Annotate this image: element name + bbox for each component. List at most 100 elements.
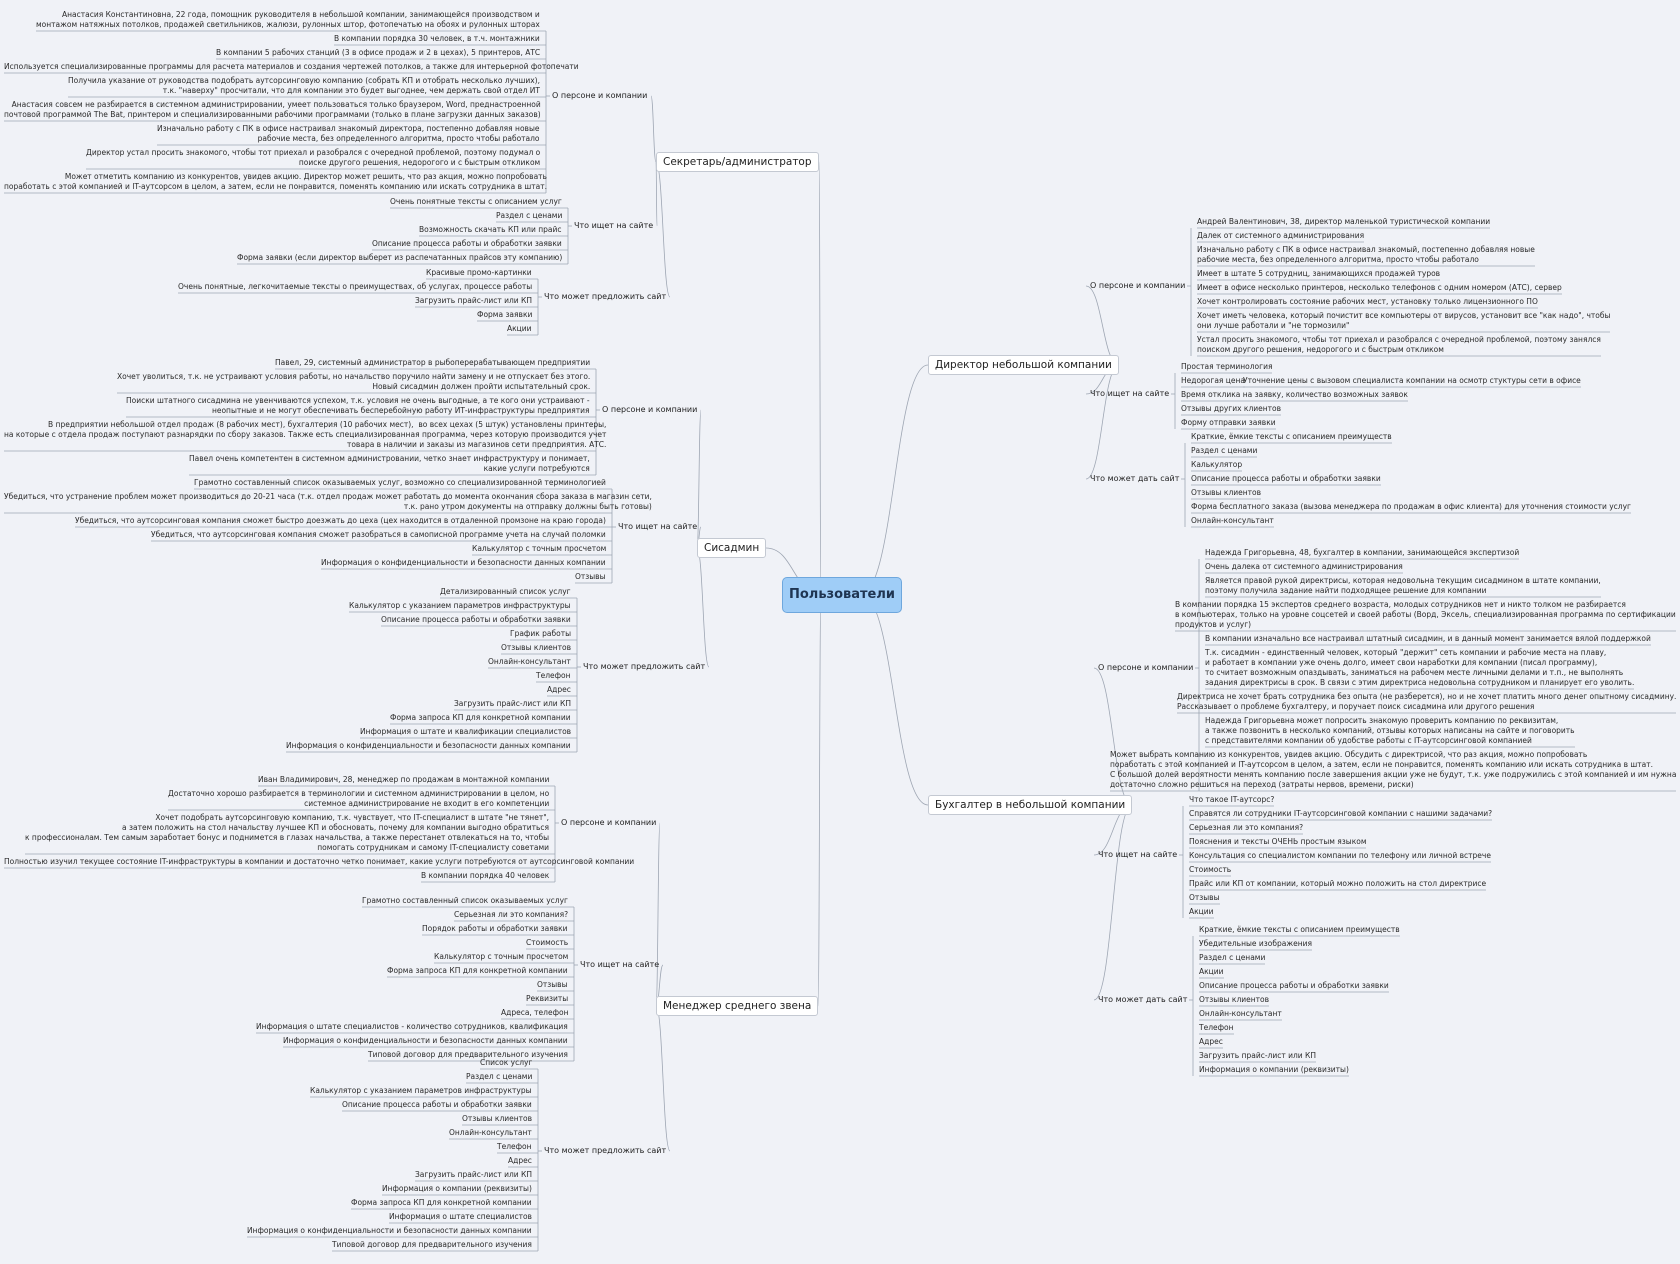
leaf-note[interactable]: Отзывы клиентов [462,1114,533,1123]
leaf-note[interactable]: В компании 5 рабочих станций (3 в офисе … [216,48,541,57]
leaf-note[interactable]: Стоимость [526,938,569,947]
leaf-note[interactable]: Информация о штате специалистов - количе… [256,1022,568,1031]
leaf-note[interactable]: Стоимость [1189,865,1232,874]
leaf-note[interactable]: В компании порядка 30 человек, в т.ч. мо… [334,34,540,43]
subtopic-label[interactable]: Что ищет на сайте [1098,850,1178,859]
leaf-note[interactable]: Серьезная ли это компания? [1189,823,1304,832]
leaf-note[interactable]: Информация о конфиденциальности и безопа… [286,741,571,750]
leaf-note[interactable]: Загрузить прайс-лист или КП [1199,1051,1316,1060]
leaf-note[interactable]: Полностью изучил текущее состояние IT-ин… [4,857,635,866]
leaf-note[interactable]: Типовой договор для предварительного изу… [368,1050,568,1059]
leaf-note[interactable]: Получила указание от руководства подобра… [68,76,540,95]
leaf-note[interactable]: Отзывы других клиентов [1181,404,1282,413]
leaf-note[interactable]: Отзывы [1189,893,1220,902]
branch-topic[interactable]: Сисадмин [697,538,767,558]
leaf-note[interactable]: Достаточно хорошо разбирается в терминол… [168,789,550,808]
leaf-note[interactable]: Форма запроса КП для конкретной компании [351,1198,532,1207]
leaf-note[interactable]: Анастасия Константиновна, 22 года, помощ… [36,10,540,29]
leaf-note[interactable]: Форму отправки заявки [1181,418,1276,427]
leaf-note[interactable]: Является правой рукой директрисы, котора… [1205,576,1601,595]
leaf-note[interactable]: Отзывы клиентов [1191,488,1262,497]
leaf-note[interactable]: Телефон [497,1142,532,1151]
leaf-note[interactable]: В предприятии небольшой отдел продаж (8 … [4,420,607,449]
subtopic-label[interactable]: Что может дать сайт [1098,995,1188,1004]
leaf-note[interactable]: Форма заявки [477,310,533,319]
leaf-note[interactable]: Убедиться, что аутсорсинговая компания с… [75,516,606,525]
subtopic-label[interactable]: Что может предложить сайт [583,662,706,671]
leaf-note[interactable]: Надежда Григорьевна может попросить знак… [1205,716,1575,745]
leaf-note[interactable]: Информация о конфиденциальности и безопа… [283,1036,568,1045]
leaf-note[interactable]: Отзывы клиентов [1199,995,1270,1004]
leaf-note[interactable]: Павел очень компетентен в системном адми… [189,454,590,473]
leaf-note[interactable]: Убедиться, что устранение проблем может … [4,492,652,511]
leaf-note[interactable]: Отзывы [575,572,606,581]
branch-topic[interactable]: Секретарь/администратор [656,152,819,172]
leaf-note[interactable]: Онлайн-консультант [1199,1009,1282,1018]
leaf-note[interactable]: В компании порядка 15 экспертов среднего… [1175,600,1676,629]
leaf-note[interactable]: Информация о штате специалистов [389,1212,532,1221]
leaf-note[interactable]: Изначально работу с ПК в офисе настраива… [157,124,540,143]
leaf-note[interactable]: Имеет в штате 5 сотрудниц, занимающихся … [1197,269,1441,278]
branch-topic[interactable]: Менеджер среднего звена [656,996,819,1016]
leaf-note[interactable]: Очень понятные, легкочитаемые тексты о п… [178,282,533,291]
leaf-note[interactable]: Форма запроса КП для конкретной компании [390,713,571,722]
leaf-note[interactable]: Отзывы [537,980,568,989]
leaf-note[interactable]: Анастасия совсем не разбирается в систем… [4,100,541,119]
leaf-note[interactable]: Грамотно составленный список оказываемых… [362,896,568,905]
leaf-note[interactable]: Калькулятор [1191,460,1243,469]
subtopic-label[interactable]: Что может предложить сайт [544,292,667,301]
leaf-note[interactable]: Т.к. сисадмин - единственный человек, ко… [1205,648,1635,687]
root-topic[interactable]: Пользователи [782,577,902,613]
subtopic-label[interactable]: Что может предложить сайт [544,1146,667,1155]
leaf-note[interactable]: Андрей Валентинович, 38, директор малень… [1197,217,1491,226]
leaf-note[interactable]: Консультация со специалистом компании по… [1189,851,1491,860]
leaf-note[interactable]: Детализированный список услуг [440,587,571,596]
subtopic-label[interactable]: Что может дать сайт [1090,474,1180,483]
leaf-note[interactable]: Адрес [1199,1037,1223,1046]
leaf-note[interactable]: Краткие, ёмкие тексты с описанием преиму… [1199,925,1400,934]
leaf-note[interactable]: Акции [507,324,532,333]
leaf-note[interactable]: Директриса не хочет брать сотрудника без… [1177,692,1677,711]
leaf-note[interactable]: В компании порядка 40 человек [421,871,550,880]
leaf-note[interactable]: Калькулятор с указанием параметров инфра… [310,1086,532,1095]
subtopic-label[interactable]: Что ищет на сайте [574,221,654,230]
subtopic-label[interactable]: О персоне и компании [1090,281,1186,290]
leaf-note[interactable]: Иван Владимирович, 28, менеджер по прода… [258,775,550,784]
leaf-note[interactable]: Форма бесплатного заказа (вызова менедже… [1191,502,1631,511]
leaf-note[interactable]: Раздел с ценами [1191,446,1258,455]
leaf-note[interactable]: График работы [510,629,571,638]
leaf-note[interactable]: Имеет в офисе несколько принтеров, неско… [1197,283,1562,292]
leaf-note[interactable]: Убедиться, что аутсорсинговая компания с… [151,530,606,539]
leaf-note[interactable]: Красивые промо-картинки [426,268,532,277]
leaf-note[interactable]: Краткие, ёмкие тексты с описанием преиму… [1191,432,1392,441]
leaf-note[interactable]: Акции [1189,907,1214,916]
subtopic-label[interactable]: Что ищет на сайте [580,960,660,969]
subtopic-label[interactable]: О персоне и компании [1098,663,1194,672]
leaf-note[interactable]: Форма запроса КП для конкретной компании [387,966,568,975]
leaf-note[interactable]: Онлайн-консультант [449,1128,532,1137]
leaf-note[interactable]: Описание процесса работы и обработки зая… [381,615,571,624]
leaf-note[interactable]: Информация о конфиденциальности и безопа… [247,1226,532,1235]
leaf-note[interactable]: Реквизиты [526,994,569,1003]
leaf-note[interactable]: Возможность скачать КП или прайс [419,225,562,234]
branch-topic[interactable]: Бухгалтер в небольшой компании [928,795,1133,815]
leaf-note[interactable]: Может отметить компанию из конкурентов, … [4,172,547,191]
leaf-note[interactable]: Надежда Григорьевна, 48, бухгалтер в ком… [1205,548,1520,557]
leaf-note[interactable]: Используется специализированные программ… [4,62,579,71]
leaf-note-extra[interactable]: Уточнение цены с вызовом специалиста ком… [1243,376,1581,385]
leaf-note[interactable]: Хочет контролировать состояние рабочих м… [1197,297,1538,306]
leaf-note[interactable]: Онлайн-консультант [1191,516,1274,525]
leaf-note[interactable]: Может выбрать компанию из конкурентов, у… [1110,750,1677,789]
subtopic-label[interactable]: О персоне и компании [561,818,657,827]
leaf-note[interactable]: Калькулятор с указанием параметров инфра… [349,601,571,610]
leaf-note[interactable]: Порядок работы и обработки заявки [422,924,568,933]
subtopic-label[interactable]: О персоне и компании [552,91,648,100]
leaf-note[interactable]: Раздел с ценами [496,211,563,220]
leaf-note[interactable]: Описание процесса работы и обработки зая… [1191,474,1381,483]
leaf-note[interactable]: Поиски штатного сисадмина не увенчиваютс… [126,396,590,415]
leaf-note[interactable]: Пояснения и тексты ОЧЕНЬ простым языком [1189,837,1367,846]
leaf-note[interactable]: Адрес [508,1156,532,1165]
leaf-note[interactable]: Информация о компании (реквизиты) [382,1184,532,1193]
leaf-note[interactable]: Простая терминология [1181,362,1273,371]
leaf-note[interactable]: Прайс или КП от компании, который можно … [1189,879,1487,888]
